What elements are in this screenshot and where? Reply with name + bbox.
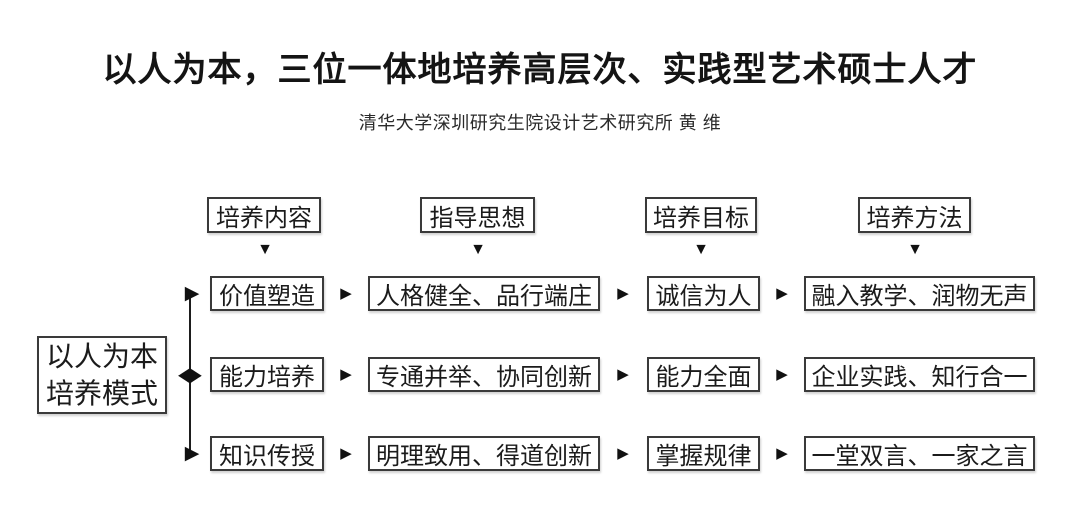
down-arrow-icon: ▼ (907, 241, 923, 258)
right-arrow-icon: ▶ (340, 445, 352, 462)
page-title: 以人为本，三位一体地培养高层次、实践型艺术硕士人才 (102, 51, 978, 89)
cell-r3-goal: 掌握规律 (647, 436, 760, 471)
cell-r3-method: 一堂双言、一家之言 (804, 436, 1035, 471)
right-arrow-icon: ▶ (184, 283, 200, 304)
cell-r1-goal: 诚信为人 (647, 276, 760, 311)
right-arrow-icon: ▶ (776, 285, 788, 302)
cell-r2-goal: 能力全面 (647, 357, 760, 392)
cell-r1-value-shaping: 价值塑造 (210, 276, 324, 311)
header-training-method: 培养方法 (858, 197, 971, 233)
right-arrow-icon: ▶ (617, 285, 629, 302)
right-arrow-icon: ▶ (776, 445, 788, 462)
cell-r3-guiding-thought: 明理致用、得道创新 (368, 436, 600, 471)
page-subtitle: 清华大学深圳研究生院设计艺术研究所 黄 维 (358, 113, 722, 133)
cell-r3-knowledge-transfer: 知识传授 (210, 436, 324, 471)
header-guiding-thought: 指导思想 (420, 197, 535, 233)
cell-r2-guiding-thought: 专通并举、协同创新 (368, 357, 600, 392)
right-arrow-icon: ▶ (184, 443, 200, 464)
header-training-content: 培养内容 (207, 197, 321, 233)
right-arrow-icon: ▶ (340, 285, 352, 302)
down-arrow-icon: ▼ (257, 241, 273, 258)
cell-r1-guiding-thought: 人格健全、品行端庄 (368, 276, 600, 311)
right-arrow-icon: ▶ (776, 366, 788, 383)
right-arrow-icon: ▶ (617, 366, 629, 383)
bracket-vertical-line (189, 291, 191, 456)
down-arrow-icon: ▼ (693, 241, 709, 258)
cell-r1-method: 融入教学、润物无声 (804, 276, 1035, 311)
header-training-goal: 培养目标 (645, 197, 757, 233)
right-arrow-icon: ▶ (617, 445, 629, 462)
cell-r2-ability-cultivation: 能力培养 (210, 357, 324, 392)
down-arrow-icon: ▼ (470, 241, 486, 258)
right-arrow-icon: ▶ (340, 366, 352, 383)
cell-r2-method: 企业实践、知行合一 (804, 357, 1035, 392)
diamond-icon: ◆ (178, 364, 202, 386)
root-box-people-oriented-model: 以人为本 培养模式 (37, 336, 167, 414)
